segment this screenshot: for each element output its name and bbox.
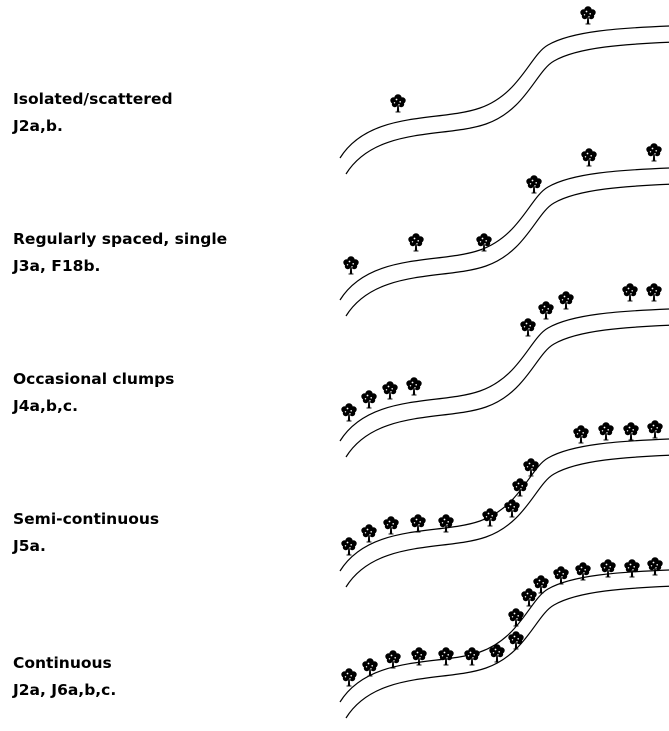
- tree-icon: [621, 282, 639, 302]
- tree-icon: [580, 147, 598, 167]
- tree-icon: [525, 174, 543, 194]
- tree-icon: [645, 282, 663, 302]
- panel-codes: J2a,b.: [13, 117, 63, 135]
- tree-icon: [410, 646, 428, 666]
- hedge-line-lower: [345, 183, 669, 317]
- tree-icon: [645, 142, 663, 162]
- tree-icon: [437, 513, 455, 533]
- panels-layer: [339, 5, 669, 719]
- hedge-line-lower: [345, 41, 669, 175]
- hedge-line-lower: [345, 324, 669, 458]
- tree-icon: [622, 421, 640, 441]
- hedge-line-lower: [345, 454, 669, 588]
- hedge-line-upper: [339, 25, 669, 159]
- panel-title: Isolated/scattered: [13, 90, 173, 108]
- panel-graphic: [339, 142, 669, 317]
- hedge-line-lower: [345, 585, 669, 719]
- panel-graphic: [339, 282, 669, 458]
- tree-icon: [384, 649, 402, 669]
- panel-label-regular: Regularly spaced, single J3a, F18b.: [13, 226, 313, 280]
- panel-graphic: [339, 5, 669, 175]
- tree-icon: [579, 5, 597, 25]
- tree-icon: [475, 232, 493, 252]
- tree-icon: [522, 457, 540, 477]
- tree-icon: [519, 317, 537, 337]
- hedge-line-upper: [339, 308, 669, 442]
- tree-icon: [389, 93, 407, 113]
- tree-icon: [597, 421, 615, 441]
- hedge-line-upper: [339, 438, 669, 572]
- tree-icon: [537, 300, 555, 320]
- panel-title: Continuous: [13, 654, 112, 672]
- panel-codes: J3a, F18b.: [13, 257, 101, 275]
- tree-icon: [437, 646, 455, 666]
- panel-graphic: [339, 419, 669, 588]
- tree-icon: [409, 513, 427, 533]
- tree-icon: [507, 630, 525, 650]
- tree-icon: [503, 498, 521, 518]
- panel-codes: J5a.: [13, 537, 46, 555]
- tree-icon: [382, 515, 400, 535]
- tree-icon: [342, 255, 360, 275]
- panel-title: Semi-continuous: [13, 510, 160, 528]
- tree-icon: [646, 556, 664, 576]
- tree-icon: [405, 376, 423, 396]
- panel-title: Regularly spaced, single: [13, 230, 228, 248]
- tree-icon: [463, 646, 481, 666]
- tree-icon: [340, 536, 358, 556]
- tree-icon: [574, 561, 592, 581]
- tree-icon: [340, 667, 358, 687]
- panel-label-clumps: Occasional clumps J4a,b,c.: [13, 366, 313, 420]
- panel-label-semi: Semi-continuous J5a.: [13, 506, 313, 560]
- tree-icon: [381, 380, 399, 400]
- tree-icon: [481, 507, 499, 527]
- tree-icon: [360, 523, 378, 543]
- panel-title: Occasional clumps: [13, 370, 175, 388]
- panel-codes: J4a,b,c.: [13, 397, 78, 415]
- hedge-line-upper: [339, 167, 669, 301]
- panel-graphic: [339, 556, 669, 719]
- panel-label-continuous: Continuous J2a, J6a,b,c.: [13, 650, 313, 704]
- panel-label-isolated: Isolated/scattered J2a,b.: [13, 86, 313, 140]
- tree-icon: [511, 477, 529, 497]
- tree-icon: [407, 232, 425, 252]
- tree-icon: [557, 290, 575, 310]
- tree-icon: [572, 424, 590, 444]
- tree-icon: [360, 389, 378, 409]
- tree-icon: [623, 558, 641, 578]
- tree-icon: [507, 607, 525, 627]
- panel-codes: J2a, J6a,b,c.: [13, 681, 117, 699]
- tree-icon: [340, 402, 358, 422]
- tree-icon: [646, 419, 664, 439]
